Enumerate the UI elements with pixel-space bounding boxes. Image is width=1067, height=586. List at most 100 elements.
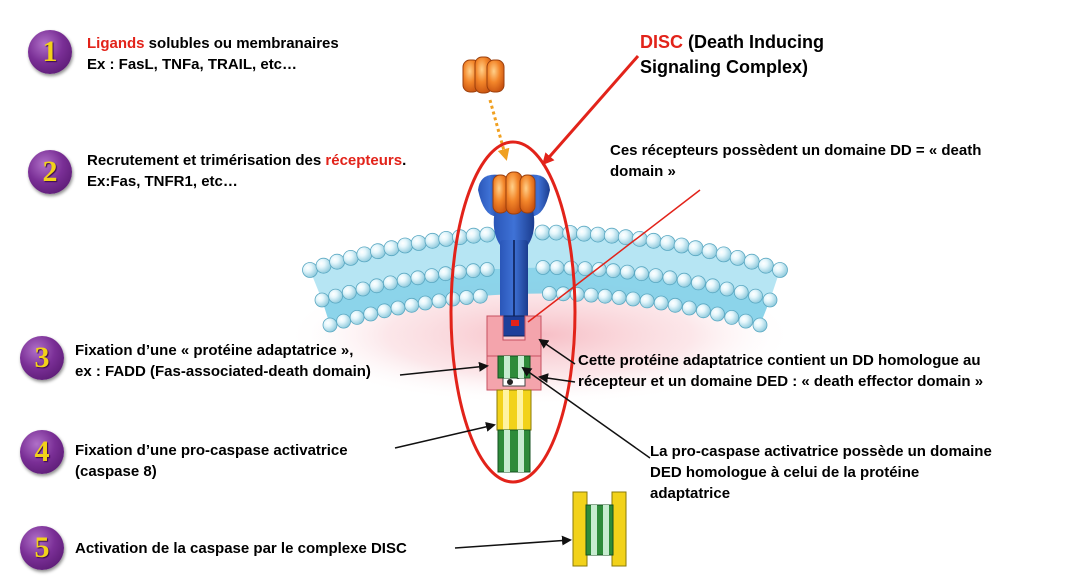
dd-line2: domain » [610, 163, 676, 180]
phospholipid-head [341, 284, 357, 300]
step-2-line2: Ex:Fas, TNFR1, etc… [87, 173, 238, 190]
phospholipid-head [724, 309, 740, 325]
active-caspase [572, 491, 627, 567]
phospholipid-head [459, 290, 474, 305]
phospholipid-head [465, 263, 481, 279]
disc-arrow [542, 55, 640, 166]
phospholipid-head [715, 246, 732, 263]
phospholipid-head [369, 243, 386, 260]
phospholipid-head [336, 313, 352, 329]
procaspase-line2: DED homologue à celui de la protéine [650, 464, 920, 481]
procaspase-arrow [521, 366, 651, 459]
step-1-text: Ligands solubles ou membranaires Ex : Fa… [87, 33, 339, 75]
phospholipid-head [676, 272, 692, 288]
ligands-highlight: Ligands [87, 35, 145, 52]
phospholipid-head [390, 300, 406, 316]
phospholipid-head [691, 275, 706, 291]
phospholipid-head [438, 230, 455, 247]
step-4-text: Fixation d’une pro-caspase activatrice (… [75, 440, 348, 482]
phospholipid-head [404, 297, 420, 313]
phospholipid-head [653, 295, 669, 311]
phospholipid-head [383, 240, 400, 257]
adaptor-annotation: Cette protéine adaptatrice contient un D… [578, 350, 983, 392]
phospholipid-head [752, 317, 768, 333]
dd-line1: Ces récepteurs possèdent un domaine DD =… [610, 142, 982, 159]
phospholipid-head [733, 284, 749, 300]
phospholipid-head [548, 224, 565, 241]
step-2-badge: 2 [28, 150, 72, 194]
step-1-badge: 1 [28, 30, 72, 74]
phospholipid-head [729, 249, 746, 266]
phospholipid-head [382, 275, 398, 291]
phospholipid-head [591, 262, 607, 277]
step-3-text: Fixation d’une « protéine adaptatrice »,… [75, 340, 371, 382]
dd-arrow [527, 189, 701, 323]
step-5-badge: 5 [20, 526, 64, 570]
phospholipid-head [396, 272, 412, 288]
step-4-line2: (caspase 8) [75, 463, 157, 480]
phospholipid-head [625, 291, 641, 307]
step-5-line1: Activation de la caspase par le complexe… [75, 540, 407, 557]
step-3-line1: Fixation d’une « protéine adaptatrice », [75, 342, 354, 359]
phospholipid-head [563, 260, 579, 276]
phospholipid-head [597, 288, 613, 304]
phospholipid-head [369, 278, 385, 294]
disc-ellipse [449, 140, 577, 484]
phospholipid-head [667, 297, 683, 313]
phospholipid-head [534, 224, 551, 241]
phospholipid-head [451, 229, 468, 246]
phospholipid-head [762, 292, 778, 308]
phospholipid-head [710, 306, 725, 322]
phospholipid-head [583, 287, 599, 303]
free-ligand [462, 56, 505, 94]
step-1-line2: Ex : FasL, TNFa, TRAIL, etc… [87, 56, 298, 73]
phospholipid-head [328, 288, 344, 304]
phospholipid-head [611, 290, 627, 305]
phospholipid-head [743, 253, 760, 270]
phospholipid-head [738, 313, 754, 329]
phospholipid-head [681, 300, 697, 316]
phospholipid-head [696, 303, 711, 319]
phospholipid-head [410, 270, 426, 286]
step-2-line1: Recrutement et trimérisation des [87, 152, 326, 169]
phospholipid-head [634, 266, 649, 282]
phospholipid-head [535, 260, 551, 275]
dd-annotation: Ces récepteurs possèdent un domaine DD =… [610, 140, 981, 182]
receptor [478, 171, 550, 337]
phospholipid-head [342, 249, 359, 266]
phospholipid-head [576, 225, 592, 242]
phospholipid-head [673, 237, 690, 254]
step5-arrow [454, 535, 572, 549]
phospholipid-head [479, 262, 495, 277]
adaptor-line2: récepteur et un domaine DED : « death ef… [578, 373, 984, 390]
phospholipid-head [662, 270, 678, 286]
phospholipid-head [431, 293, 447, 309]
adaptor-line1: Cette protéine adaptatrice contient un D… [578, 352, 981, 369]
phospholipid-head [424, 232, 441, 249]
step-4-line1: Fixation d’une pro-caspase activatrice [75, 442, 348, 459]
step-2-text: Recrutement et trimérisation des récepte… [87, 150, 406, 192]
phospholipid-head [748, 288, 763, 304]
phospholipid-head [302, 262, 318, 278]
phospholipid-head [687, 240, 704, 257]
phospholipid-head [569, 286, 585, 302]
phospholipid-head [438, 266, 454, 282]
ligand-binding-arrow [488, 99, 510, 161]
phospholipid-head [772, 262, 788, 278]
phospholipid-head [315, 257, 332, 274]
phospholipid-head [417, 295, 433, 311]
phospholipid-head [549, 260, 565, 276]
phospholipid-head [648, 268, 664, 284]
step3-arrow [399, 361, 489, 376]
procaspase-annotation: La pro-caspase activatrice possède un do… [650, 441, 992, 504]
disc-highlight: DISC [640, 32, 684, 52]
procaspase-line1: La pro-caspase activatrice possède un do… [650, 443, 992, 460]
phospholipid-head [701, 243, 718, 260]
phospholipid-head [472, 288, 488, 304]
phospholipid-head [329, 253, 346, 270]
phospholipid-head [322, 317, 338, 333]
phospholipid-head [605, 263, 621, 279]
phospholipid-head [645, 232, 662, 249]
disc-line2: Signaling Complex) [640, 57, 809, 77]
step4-arrow [394, 421, 496, 449]
